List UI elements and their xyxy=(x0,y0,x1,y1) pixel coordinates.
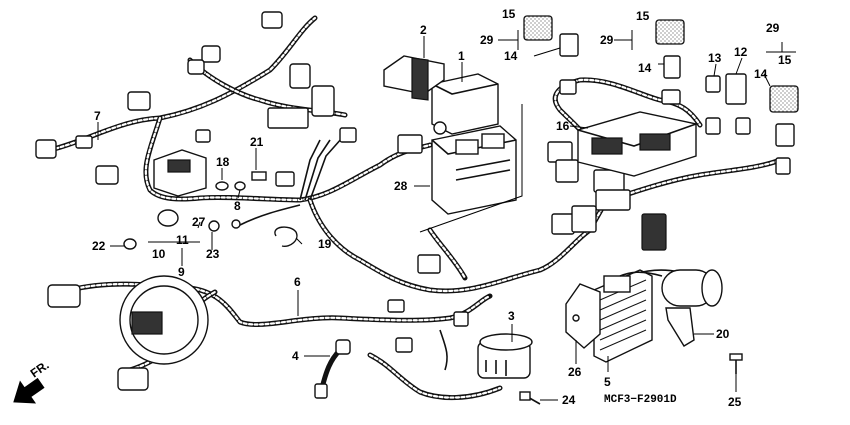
starter-relay xyxy=(119,275,209,365)
callout-4: 4 xyxy=(292,349,299,363)
callout-29-c: 29 xyxy=(766,21,780,35)
hardware-fasteners xyxy=(123,171,743,405)
callout-6: 6 xyxy=(294,275,301,289)
callout-18: 18 xyxy=(216,155,230,169)
harness-connectors xyxy=(35,11,791,391)
callout-24: 24 xyxy=(562,393,576,407)
callout-19: 19 xyxy=(318,237,332,251)
callout-labels: 1 2 3 4 5 6 7 8 9 10 11 12 13 14 14 14 1… xyxy=(92,7,792,409)
spark-plug-cap xyxy=(314,339,351,399)
callout-10: 10 xyxy=(152,247,166,261)
regulator-mounting-plate xyxy=(565,283,601,349)
group-bracket-lines xyxy=(419,104,523,233)
callout-9: 9 xyxy=(178,265,185,279)
callout-15-a: 15 xyxy=(502,7,516,21)
callout-23: 23 xyxy=(206,247,220,261)
callout-14-a: 14 xyxy=(504,49,518,63)
callout-14-c: 14 xyxy=(754,67,768,81)
callout-13: 13 xyxy=(708,51,722,65)
callout-27: 27 xyxy=(192,215,206,229)
callout-2: 2 xyxy=(420,23,427,37)
callout-15-c: 15 xyxy=(778,53,792,67)
callout-22: 22 xyxy=(92,239,106,253)
callout-3: 3 xyxy=(508,309,515,323)
callout-8: 8 xyxy=(234,199,241,213)
callout-14-b: 14 xyxy=(638,61,652,75)
regulator-rectifier xyxy=(593,269,653,363)
fuse-box xyxy=(431,125,517,215)
capacitor xyxy=(619,269,723,307)
callout-29-b: 29 xyxy=(600,33,614,47)
callout-1: 1 xyxy=(458,49,465,63)
callout-11: 11 xyxy=(176,233,189,247)
mounting-bracket xyxy=(383,55,445,101)
drawing-code: MCF3−F2901D xyxy=(604,394,677,406)
direction-label: FR. xyxy=(28,358,52,381)
callout-29-a: 29 xyxy=(480,33,494,47)
callout-26: 26 xyxy=(568,365,582,379)
callout-7: 7 xyxy=(94,109,101,123)
callout-15-b: 15 xyxy=(636,9,650,23)
callout-20: 20 xyxy=(716,327,730,341)
capacitor-bracket xyxy=(665,307,695,347)
harness-clamp-7 xyxy=(75,135,93,149)
control-module xyxy=(431,73,499,135)
control-unit xyxy=(577,111,697,177)
callout-16: 16 xyxy=(556,119,570,133)
ignition-coil xyxy=(477,333,533,379)
relay-units xyxy=(523,15,799,147)
callout-25: 25 xyxy=(728,395,742,409)
callout-12: 12 xyxy=(734,45,748,59)
junction-module xyxy=(153,149,207,197)
leader-lines xyxy=(97,36,771,401)
callout-28: 28 xyxy=(394,179,408,193)
callout-21: 21 xyxy=(250,135,264,149)
group-brackets-29 xyxy=(498,30,796,53)
callout-5: 5 xyxy=(604,375,611,389)
front-direction-arrow xyxy=(13,377,45,404)
